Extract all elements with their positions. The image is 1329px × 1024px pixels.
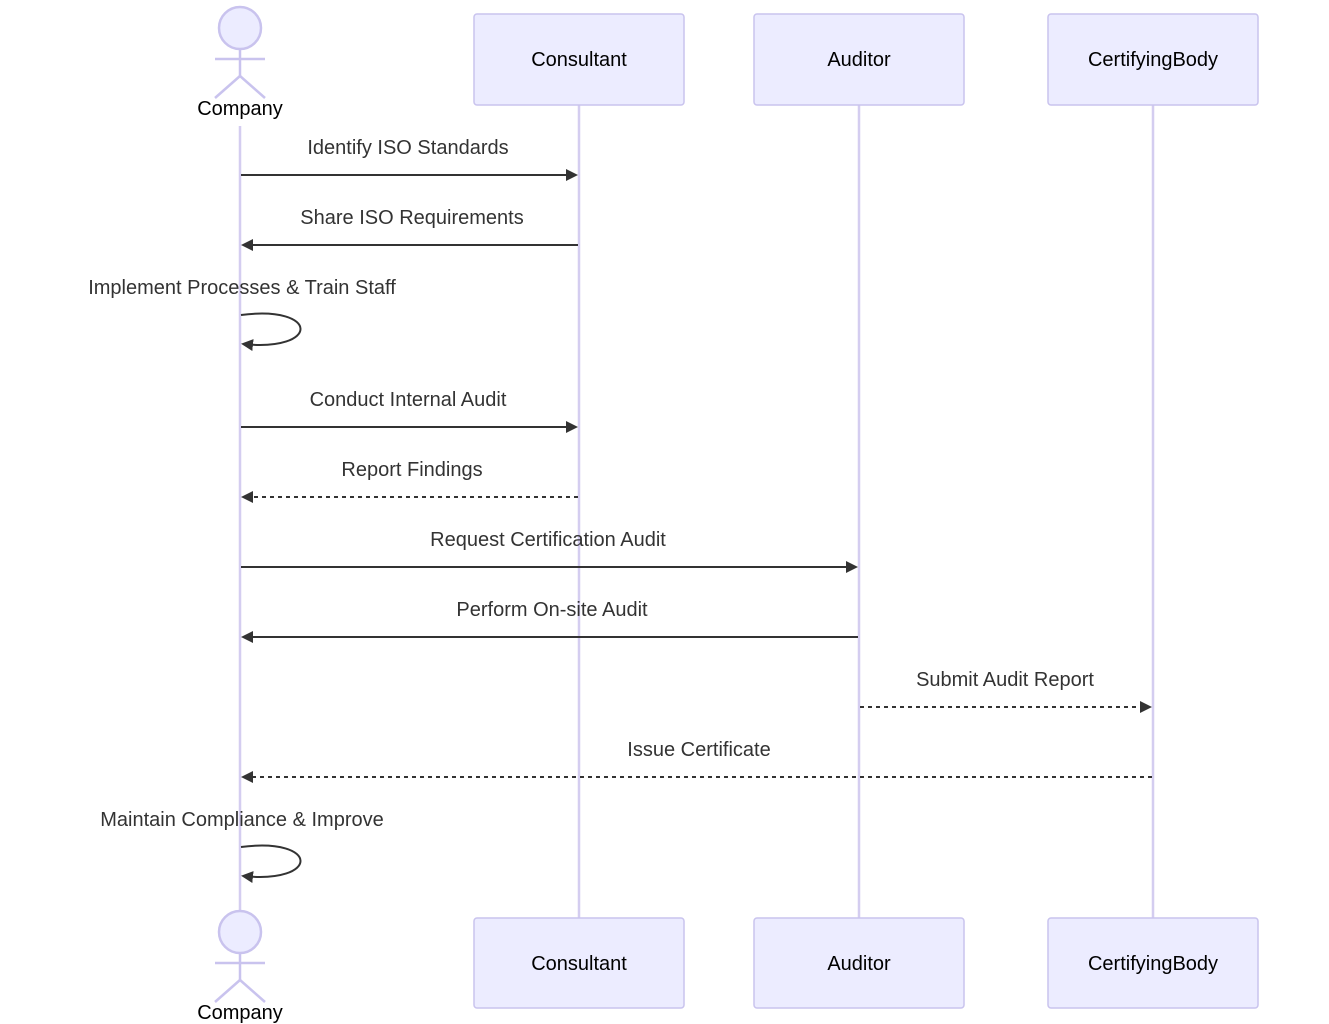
message-label: Implement Processes & Train Staff	[88, 277, 396, 299]
participant-label-consultant: Consultant	[531, 49, 627, 71]
actor-company-top: Company	[197, 5, 283, 120]
message-label: Share ISO Requirements	[300, 207, 523, 229]
participant-label-certifying-body: CertifyingBody	[1088, 953, 1218, 975]
message-8: Submit Audit Report	[860, 669, 1152, 713]
participant-certifying-body-top: CertifyingBody	[1047, 13, 1259, 106]
participant-consultant-top: Consultant	[473, 13, 685, 106]
message-label: Maintain Compliance & Improve	[100, 809, 383, 831]
participant-label-consultant: Consultant	[531, 953, 627, 975]
message-label: Submit Audit Report	[916, 669, 1094, 691]
message-label: Conduct Internal Audit	[310, 389, 507, 411]
participant-consultant-bottom: Consultant	[473, 917, 685, 1009]
message-5: Report Findings	[241, 459, 578, 503]
actor-label-company: Company	[197, 98, 283, 120]
participant-auditor-bottom: Auditor	[753, 917, 965, 1009]
message-1: Identify ISO Standards	[241, 137, 578, 181]
message-label: Identify ISO Standards	[307, 137, 508, 159]
participant-label-auditor: Auditor	[827, 953, 891, 975]
message-7: Perform On-site Audit	[241, 599, 858, 643]
participants-bottom: Company Consultant Auditor CertifyingBod…	[197, 909, 1259, 1024]
message-9: Issue Certificate	[241, 739, 1152, 783]
actor-label-company: Company	[197, 1002, 283, 1024]
participant-label-auditor: Auditor	[827, 49, 891, 71]
actor-head-icon	[217, 5, 263, 51]
message-6: Request Certification Audit	[241, 529, 858, 573]
self-loop-arrow	[240, 312, 302, 351]
participant-auditor-top: Auditor	[753, 13, 965, 106]
actor-head-icon	[217, 909, 263, 955]
participants-top: Company Consultant Auditor CertifyingBod…	[197, 5, 1259, 120]
message-label: Request Certification Audit	[430, 529, 666, 551]
participant-certifying-body-bottom: CertifyingBody	[1047, 917, 1259, 1009]
message-10-self: Maintain Compliance & Improve	[100, 809, 384, 883]
message-label: Report Findings	[341, 459, 482, 481]
message-3-self: Implement Processes & Train Staff	[88, 277, 396, 351]
message-4: Conduct Internal Audit	[241, 389, 578, 433]
self-loop-arrow	[240, 844, 302, 883]
participant-label-certifying-body: CertifyingBody	[1088, 49, 1218, 71]
message-label: Perform On-site Audit	[456, 599, 648, 621]
message-label: Issue Certificate	[627, 739, 770, 761]
actor-company-bottom: Company	[197, 909, 283, 1024]
messages: Identify ISO Standards Share ISO Require…	[88, 137, 1152, 883]
lifelines	[238, 105, 1155, 918]
message-2: Share ISO Requirements	[241, 207, 578, 251]
